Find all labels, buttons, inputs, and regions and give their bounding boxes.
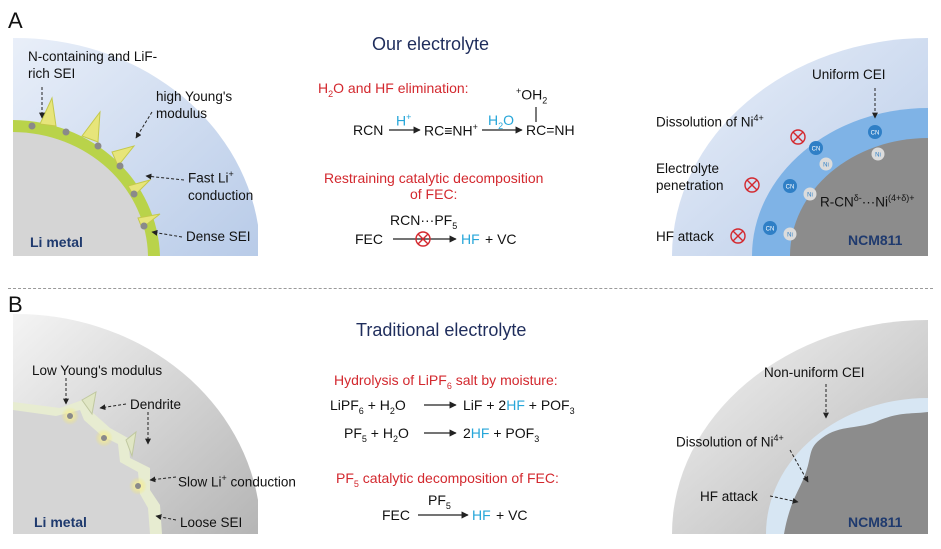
eq-lipf6-right: LiF + 2HF + POF3 xyxy=(463,397,575,416)
li-metal-tag-b: Li metal xyxy=(34,514,87,530)
hydrolysis-title: Hydrolysis of LiPF6 salt by moisture: xyxy=(334,372,558,391)
cn-marker-label: CN xyxy=(812,147,821,153)
panel-a-label: A xyxy=(8,8,23,33)
eq-pf5-left: PF5 + H2O xyxy=(344,425,409,444)
eq-hf: HF xyxy=(461,231,480,247)
ni-marker-label: Ni xyxy=(823,163,829,169)
cn-marker-label: CN xyxy=(786,185,795,191)
hf-attack-label-a: HF attack xyxy=(656,229,714,244)
ni-marker-label: Ni xyxy=(807,193,813,199)
eq-lipf6-left: LiPF6 + H2O xyxy=(330,397,406,416)
dendrite-spikes xyxy=(81,391,137,458)
ni-marker-label: Ni xyxy=(787,233,793,239)
uniform-cei-label: Uniform CEI xyxy=(812,67,886,82)
dissolution-label: Dissolution of Ni4+ xyxy=(656,113,764,130)
elimination-title: H2O and HF elimination: xyxy=(318,80,469,99)
low-modulus-label: Low Young's modulus xyxy=(32,363,163,378)
cn-marker-label: CN xyxy=(871,131,880,137)
eq-catalyst: RCN···PF5 xyxy=(390,212,458,231)
fast-li-label: Fast Li+conduction xyxy=(188,169,254,203)
li-deposits xyxy=(61,407,147,495)
li-metal-tag: Li metal xyxy=(30,234,83,250)
dissolution-label-b: Dissolution of Ni4+ xyxy=(676,433,784,450)
panel-a-li-metal-illustration xyxy=(13,37,258,257)
sei-label: N-containing and LiF-rich SEI xyxy=(28,49,158,81)
panel-b-label: B xyxy=(8,292,23,317)
panel-a-ncm811-illustration xyxy=(672,38,928,256)
eq-pf5-catalyst: PF5 xyxy=(428,492,451,511)
panel-b-reaction-arrows xyxy=(418,401,469,519)
dense-sei-label: Dense SEI xyxy=(186,229,251,244)
panel-a-title: Our electrolyte xyxy=(372,34,490,54)
section-divider xyxy=(8,288,933,289)
panel-b-ncm811-illustration xyxy=(672,320,928,534)
coordination-label: R-CNδ-···Ni(4+δ)+ xyxy=(820,193,915,210)
eq-vc-b: + VC xyxy=(496,507,528,523)
eq-fec: FEC xyxy=(355,231,383,247)
eq-fec-b: FEC xyxy=(382,507,410,523)
sei-spikes xyxy=(39,96,161,229)
eq-vc: + VC xyxy=(485,231,517,247)
eq-rcn: RCN xyxy=(353,122,384,138)
ni-marker-label: Ni xyxy=(875,153,881,159)
pf5-decomposition-title: PF5 catalytic decomposition of FEC: xyxy=(336,470,559,489)
panel-a-reaction-arrows xyxy=(389,107,537,247)
eq-nitrilium: RC≡NH+ xyxy=(424,122,478,139)
modulus-label: high Young's modulus xyxy=(156,89,233,121)
eq-h-plus: H+ xyxy=(396,112,412,129)
loose-sei-label: Loose SEI xyxy=(180,515,243,530)
panel-b-li-metal-illustration xyxy=(13,313,258,534)
non-uniform-cei-label: Non-uniform CEI xyxy=(764,365,865,380)
slow-li-label: Slow Li+ conduction xyxy=(178,473,296,490)
cn-ni-pairs xyxy=(763,125,885,241)
eq-hf-b: HF xyxy=(472,507,491,523)
eq-h2o: H2O xyxy=(488,112,515,131)
ncm811-tag-b: NCM811 xyxy=(848,514,903,530)
eq-product: RC=NH xyxy=(526,122,575,138)
cn-marker-label: CN xyxy=(766,227,775,233)
eq-pf5-right: 2HF + POF3 xyxy=(463,425,540,444)
hf-attack-label-b: HF attack xyxy=(700,489,758,504)
panel-b-title: Traditional electrolyte xyxy=(356,320,527,340)
eq-oh2: +OH2 xyxy=(516,86,548,106)
ncm811-tag-a: NCM811 xyxy=(848,232,903,248)
dendrite-label: Dendrite xyxy=(130,397,182,412)
sei-particles xyxy=(28,122,148,230)
